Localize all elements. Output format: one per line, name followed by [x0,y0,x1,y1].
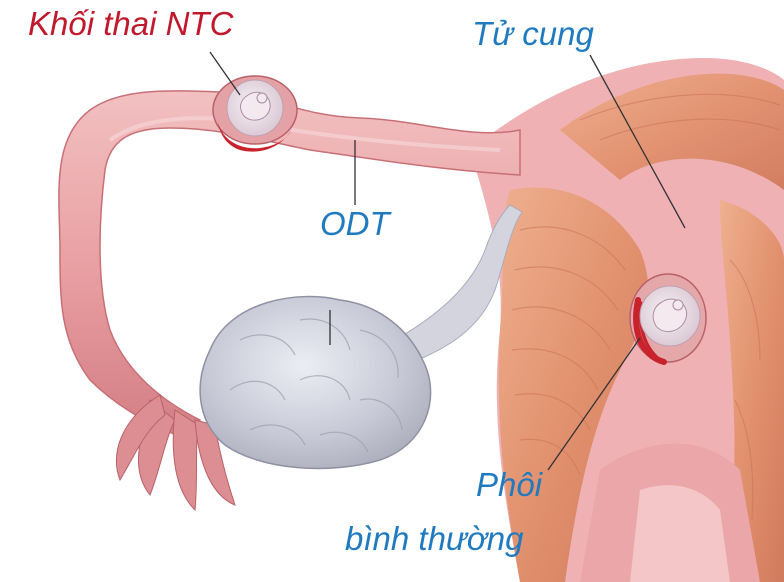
ovary [200,297,430,469]
label-uterus: Tử cung [472,17,594,50]
label-ectopic-mass: Khối thai NTC [28,7,233,40]
label-fallopian-tube: ODT [320,207,390,240]
normal-embryo [630,274,706,362]
label-normal-embryo-line1: Phôi [476,468,542,501]
label-normal-embryo-line2: bình thường [345,522,524,555]
